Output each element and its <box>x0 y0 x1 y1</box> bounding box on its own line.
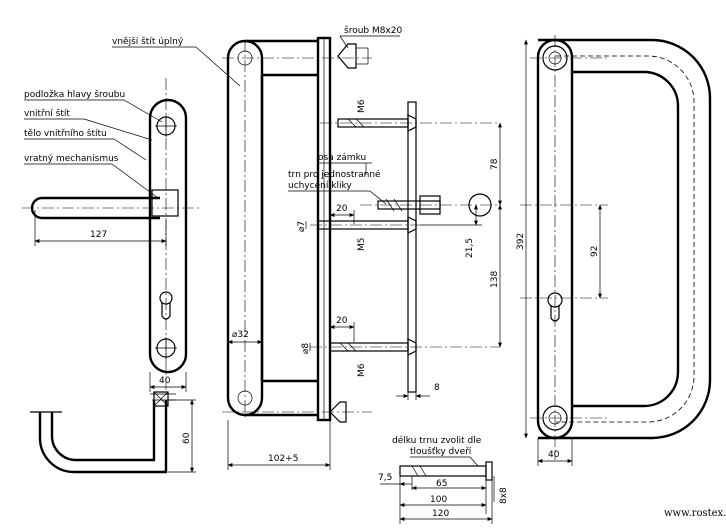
screw-m8-bottom <box>329 401 347 423</box>
fastener-callouts: osa zámku trn pro jednostranné uchycení … <box>288 153 387 205</box>
dim-7-5: 7,5 <box>378 473 392 483</box>
middle-callouts: vnější štít úplný šroub M8x20 <box>112 25 403 87</box>
label-telo: tělo vnitřního štítu <box>24 128 107 139</box>
dim-392: 392 <box>516 233 526 250</box>
square-spindle-box <box>153 391 169 407</box>
dim-138: 138 <box>490 271 500 288</box>
label-vratny: vratný mechanismus <box>24 154 119 164</box>
dim-100: 100 <box>430 495 447 505</box>
dim-40-right: 40 <box>548 450 560 460</box>
outer-shield-side-view: ⌀32 102+5 <box>222 36 372 470</box>
left-callouts: podložka hlavy šroubu vnitřní štít tělo … <box>24 89 163 199</box>
lever-side-profile-outer <box>38 400 168 474</box>
dim-60: 60 <box>182 432 192 444</box>
return-mechanism <box>151 189 179 217</box>
dim-m5: M5 <box>357 238 367 252</box>
dim-m6-top: M6 <box>357 99 367 113</box>
pull-handle-tube-outer <box>226 39 264 417</box>
label-trn-2: uchycení kliky <box>288 181 352 191</box>
lever-side-view: 60 <box>30 391 196 474</box>
label-trn-1: trn pro jednostranné <box>288 169 381 180</box>
dim-d8: ⌀8 <box>301 343 311 354</box>
dim-8-thickness: 8 <box>434 383 440 393</box>
dim-65: 65 <box>436 479 447 489</box>
pull-handle-front-view: 392 92 40 <box>516 35 712 466</box>
label-osa-zamku: osa zámku <box>318 153 366 163</box>
dim-m6-bottom: M6 <box>357 363 367 377</box>
pull-handle-inner <box>572 70 680 408</box>
label-podlozka: podložka hlavy šroubu <box>24 89 125 100</box>
dim-21-5: 21,5 <box>465 238 475 258</box>
label-delku-2: tloušťky dveří <box>410 446 472 457</box>
label-vnitrni-stit: vnitřní štít <box>24 108 70 119</box>
fasteners-section: M6 M5 ⌀7 20 M6 ⌀8 20 <box>297 99 502 400</box>
pull-handle-outer <box>538 38 712 440</box>
dim-78: 78 <box>490 158 500 170</box>
dim-102-5: 102+5 <box>268 454 298 464</box>
dim-d32: ⌀32 <box>232 330 249 340</box>
spindle-detail: délku trnu zvolit dle tloušťky dveří 7,5… <box>378 435 509 524</box>
dim-20-top: 20 <box>336 204 348 214</box>
lever-side-profile-inner <box>50 400 156 462</box>
door-thickness-plate <box>407 101 417 393</box>
inner-shield-body <box>148 98 188 374</box>
dim-120: 120 <box>432 509 449 519</box>
dim-20-bottom: 20 <box>336 316 348 326</box>
dim-127: 127 <box>90 230 107 240</box>
label-vnejsi: vnější štít úplný <box>112 36 184 47</box>
dim-8x8: 8x8 <box>499 487 509 504</box>
dim-40-left: 40 <box>159 376 171 386</box>
dim-d7: ⌀7 <box>297 221 307 232</box>
footer-url[interactable]: www.rostex.c <box>664 508 726 519</box>
inner-shield-view: 127 40 <box>22 78 200 395</box>
dim-92: 92 <box>590 246 600 257</box>
screw-m8-top <box>337 43 357 69</box>
label-sroub: šroub M8x20 <box>344 25 403 36</box>
label-delku-1: délku trnu zvolit dle <box>392 435 482 446</box>
